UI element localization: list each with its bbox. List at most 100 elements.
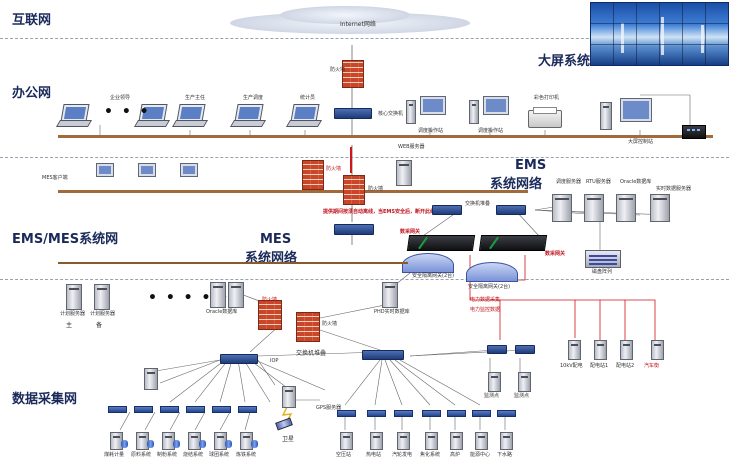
mes-bus xyxy=(58,262,408,264)
sensor-label: 原料系统 xyxy=(131,452,152,458)
database-icon xyxy=(199,440,206,448)
substation-node xyxy=(594,340,607,360)
ops-station-monitor xyxy=(483,96,509,115)
ops-station-label-1: 调度操作站 xyxy=(418,128,444,134)
zone-label-collect: 数据采集网 xyxy=(12,392,78,407)
remote-right-label: 汽车衡 xyxy=(644,363,660,369)
laptop-base xyxy=(133,120,171,127)
internet-firewall xyxy=(342,60,364,88)
printer-icon xyxy=(528,107,562,128)
ems-server-label-rtu: RTU服务器 xyxy=(586,179,611,185)
field-switch xyxy=(447,410,466,417)
collect-switch-stack-label: 交换机堆叠 xyxy=(296,350,327,357)
collect-gateway-label-1: 数采网关 xyxy=(400,229,421,235)
field-switch xyxy=(238,406,257,413)
zone-label-internet: 互联网 xyxy=(12,13,52,28)
bigscreen-ctrl-monitor xyxy=(620,98,652,122)
collect-switch-right xyxy=(362,350,404,360)
field-switch xyxy=(422,410,441,417)
mes-firewall xyxy=(296,312,320,342)
plan-server-backup xyxy=(94,284,110,310)
sensor-label: 煤耗计量 xyxy=(104,452,125,458)
ems-warning-line1: 提供期间按须自动离线，当EMS安全后，断开此线 xyxy=(323,209,435,215)
red-tag-power: 电力数据采集 xyxy=(470,297,501,303)
mes-client-monitor xyxy=(138,163,156,177)
mes-firewall-red-label: 防火墙 xyxy=(262,297,278,303)
sensor-label: 下水路 xyxy=(497,452,513,458)
bigscreen-controller-box xyxy=(682,125,706,139)
ems-firewall-red xyxy=(302,160,324,190)
laptop-label-director: 生产主任 xyxy=(185,95,206,101)
laptop-label-leader: 企业领导 xyxy=(110,95,131,101)
mes-client-monitor xyxy=(180,163,198,177)
sensor-node xyxy=(340,432,353,450)
remote-monitor-node xyxy=(488,372,501,392)
iop-label: IOP xyxy=(270,358,279,364)
internet-cloud-top xyxy=(280,6,410,24)
mes-ellipsis: • • • • • xyxy=(148,290,231,306)
laptop-base xyxy=(229,120,267,127)
remote-switch xyxy=(487,345,507,354)
field-switch xyxy=(212,406,231,413)
sensor-label: 制粉系统 xyxy=(157,452,178,458)
zone-label-office: 办公网 xyxy=(12,86,52,101)
ems-server xyxy=(584,194,604,222)
remote-right-label: 配电站2 xyxy=(616,363,635,369)
ems-switch-stack-label: 交换机堆叠 xyxy=(465,201,491,207)
sensor-label: 高炉 xyxy=(450,452,461,458)
remote-right-label: 10kV配电 xyxy=(560,363,583,369)
mes-firewall-label: 防火墙 xyxy=(322,321,338,327)
sensor-label: 空压站 xyxy=(336,452,352,458)
ops-station-tower xyxy=(469,100,479,124)
sensor-label: 炼铁系统 xyxy=(236,452,257,458)
collect-gateway-label-2: 数采网关 xyxy=(545,251,566,257)
bigscreen-ctrl-tower xyxy=(600,102,612,130)
sensor-label: 球团系统 xyxy=(209,452,230,458)
plan-server-label-main: 计划服务器 xyxy=(60,311,86,317)
disk-array xyxy=(585,250,621,268)
web-server-tower xyxy=(396,160,412,186)
office-ellipsis: • • • xyxy=(104,104,151,120)
laptop-base xyxy=(285,120,323,127)
sensor-node xyxy=(500,432,513,450)
collect-gateway-server xyxy=(144,368,158,390)
mes-client-label: MES客户端 xyxy=(42,175,68,181)
laptop-label-statistician: 统计员 xyxy=(300,95,316,101)
ems-server xyxy=(616,194,636,222)
internet-firewall-label: 防火墙 xyxy=(330,67,346,73)
bigscreen-ctrl-label: 大屏控制站 xyxy=(628,139,654,145)
ems-server xyxy=(552,194,572,222)
internet-cloud-label: Internet网络 xyxy=(340,21,376,28)
gps-server-label: GPS服务器 xyxy=(316,405,342,411)
laptop-label-dispatch: 生产调度 xyxy=(243,95,264,101)
sensor-label: 烧结系统 xyxy=(183,452,204,458)
office-core-switch xyxy=(334,108,372,119)
field-switch xyxy=(497,410,516,417)
gps-server xyxy=(282,386,296,408)
phd-server-label: PHD实时数据库 xyxy=(374,309,410,315)
remote-monitor-node xyxy=(518,372,531,392)
ops-station-monitor xyxy=(420,96,446,115)
zone-divider-emsmes xyxy=(0,279,729,280)
remote-left-label: 监测点 xyxy=(484,393,500,399)
sensor-label: 汽轮发电 xyxy=(392,452,413,458)
collect-switch-left xyxy=(220,354,258,364)
ems-network-title: EMS xyxy=(515,158,547,173)
field-switch xyxy=(472,410,491,417)
mes-firewall-red xyxy=(258,300,282,330)
office-bus xyxy=(58,135,713,138)
ems-server-label-dispatch: 调度服务器 xyxy=(556,179,582,185)
ems-switch-2 xyxy=(496,205,526,215)
substation-node xyxy=(651,340,664,360)
field-switch xyxy=(337,410,356,417)
ems-client-bus xyxy=(58,190,528,193)
substation-node xyxy=(568,340,581,360)
security-gateway-label-1: 安全隔离网关(2台) xyxy=(412,273,455,279)
field-switch xyxy=(394,410,413,417)
database-icon xyxy=(251,440,258,448)
sensor-node xyxy=(370,432,383,450)
mes-network-title: MES xyxy=(260,232,292,247)
security-gateway-1 xyxy=(402,253,454,273)
phd-server xyxy=(382,282,398,308)
